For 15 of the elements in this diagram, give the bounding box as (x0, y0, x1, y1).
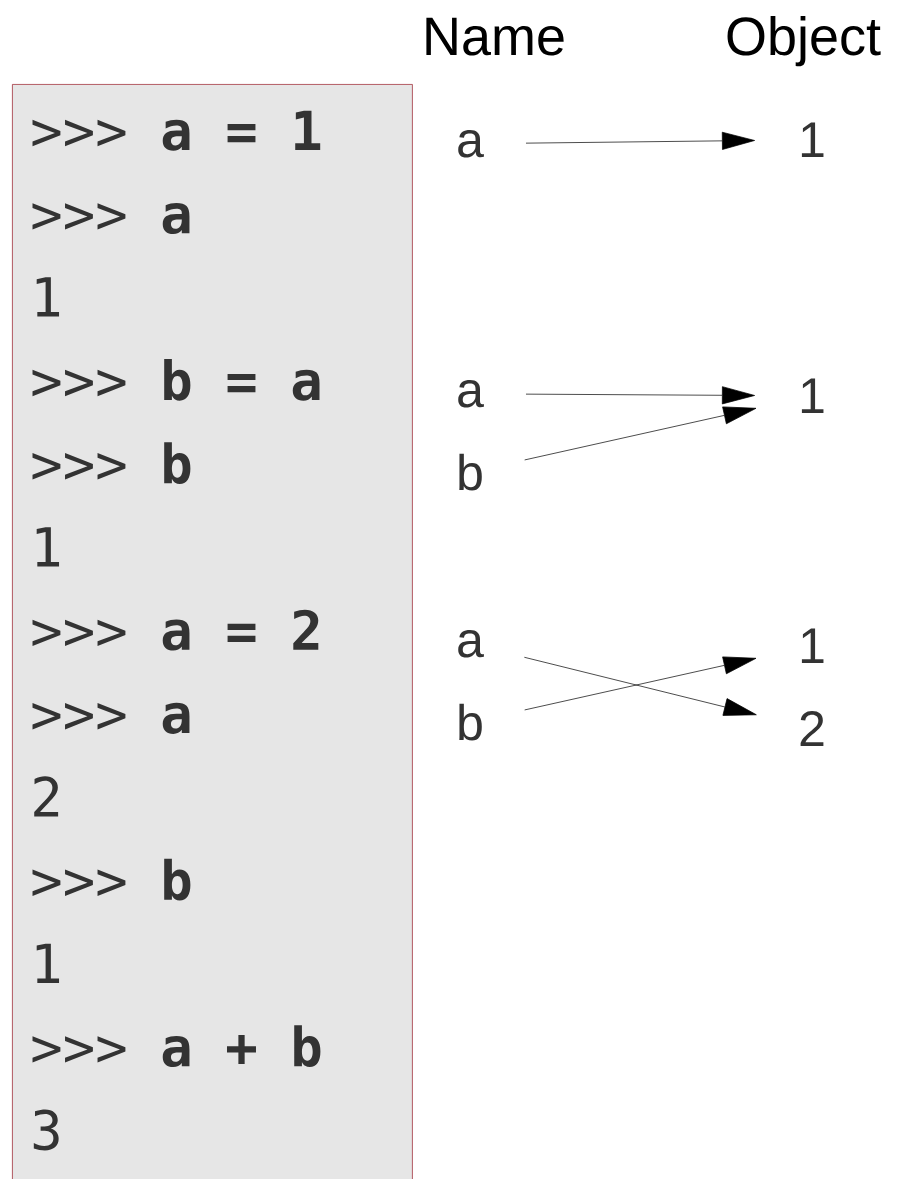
column-heading: Object (727, 15, 881, 67)
arrow (524, 406, 757, 461)
arrow (525, 386, 755, 405)
variable-name: b (459, 703, 482, 741)
variable-name: a (458, 130, 484, 158)
object-value: 2 (800, 711, 824, 746)
variable-name: a (458, 630, 484, 658)
column-heading: Name (426, 17, 564, 56)
arrow (525, 131, 755, 150)
code-panel: >>> a = 1 >>> a 1 >>> b = a >>> b 1 >>> a = 2 >>> a 2 >>> b 1 >>> a + b 3 (12, 84, 413, 1179)
object-value: 1 (801, 378, 824, 413)
variable-name: b (459, 453, 482, 491)
variable-name: a (458, 380, 484, 408)
object-value: 1 (801, 122, 824, 157)
object-value: 1 (801, 628, 824, 663)
